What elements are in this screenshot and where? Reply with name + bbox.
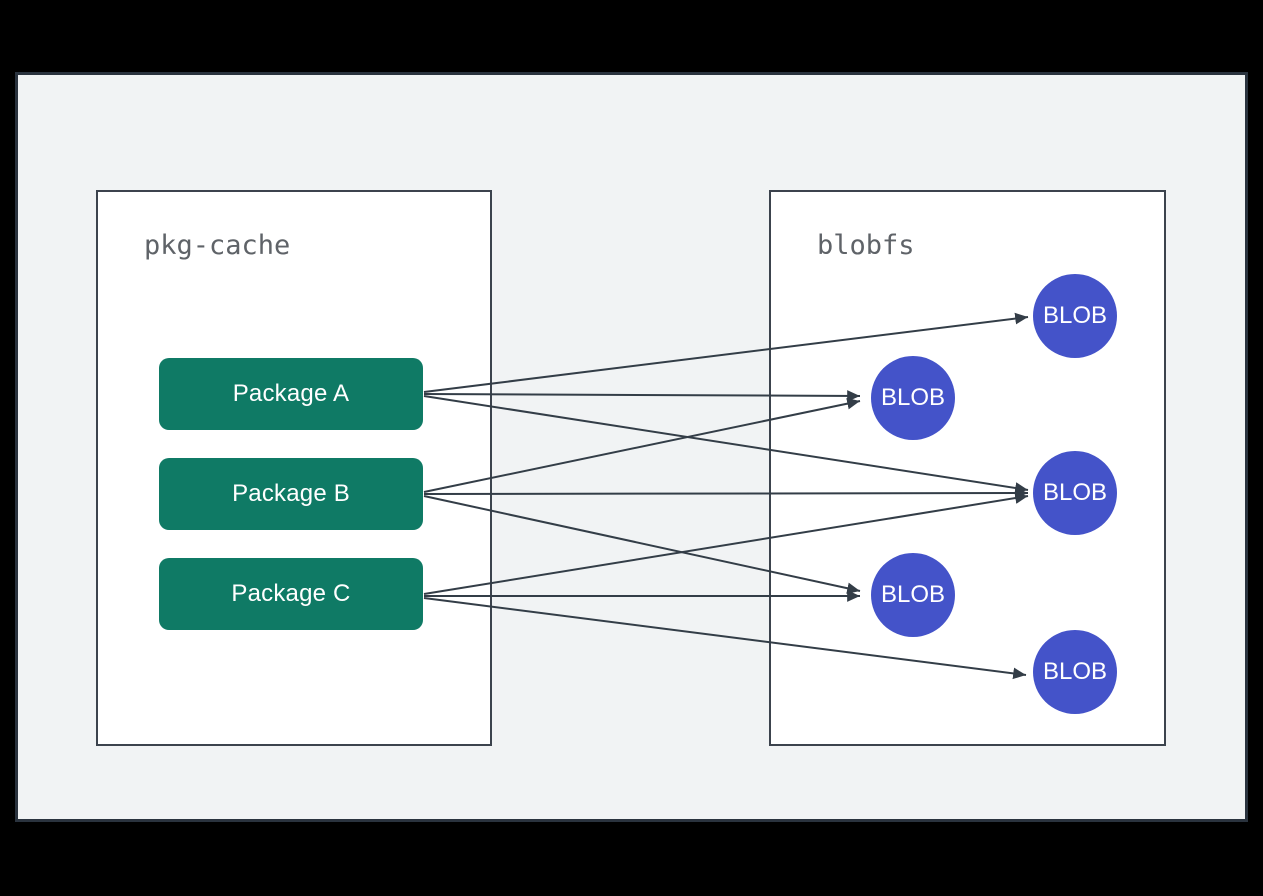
blob-node-5: BLOB <box>1033 630 1117 714</box>
pkg-cache-title: pkg-cache <box>144 230 291 261</box>
blobfs-title: blobfs <box>817 230 915 261</box>
package-c-node: Package C <box>159 558 423 630</box>
blob-node-3: BLOB <box>1033 451 1117 535</box>
package-a-node: Package A <box>159 358 423 430</box>
blob-node-2: BLOB <box>871 356 955 440</box>
blob-node-4: BLOB <box>871 553 955 637</box>
blob-node-1: BLOB <box>1033 274 1117 358</box>
package-b-node: Package B <box>159 458 423 530</box>
